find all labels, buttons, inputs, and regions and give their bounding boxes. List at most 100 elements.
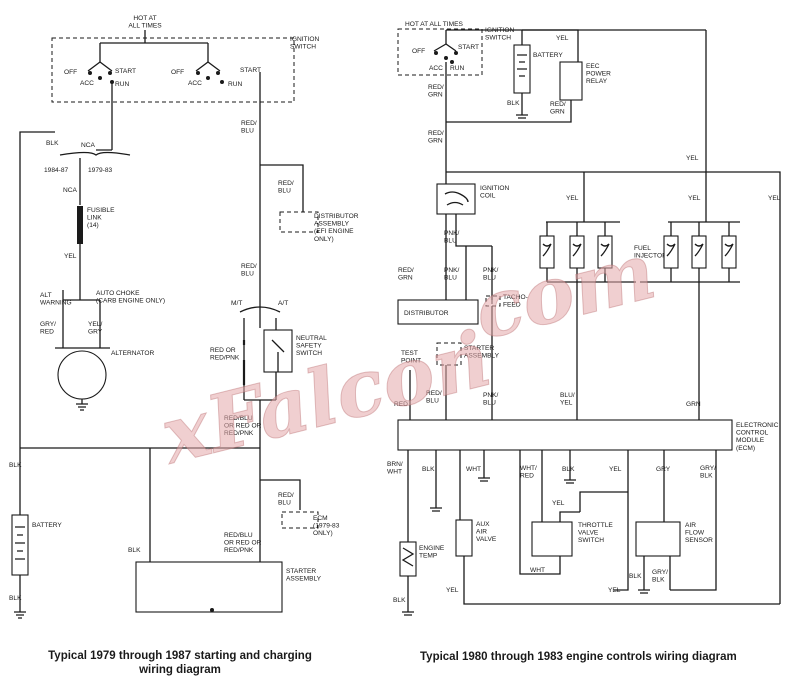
red-grn-label-1: RED/GRN	[428, 84, 444, 99]
blk-label-bottom: BLK	[9, 595, 22, 602]
acc-label-b: ACC	[188, 80, 202, 87]
at-label: A/T	[278, 300, 288, 307]
ecm-module	[397, 419, 733, 451]
gry-blk-label-top: GRY/BLK	[700, 465, 716, 480]
run-label-right: RUN	[450, 65, 465, 72]
yel-label-ecm: YEL	[609, 466, 622, 473]
blk-label-ecm-1: BLK	[422, 466, 435, 473]
ecm-left	[281, 511, 319, 529]
blk-label-starter: BLK	[128, 547, 141, 554]
blu-yel-label: BLU/YEL	[560, 392, 575, 407]
gry-blk-label-bottom: GRY/BLK	[652, 569, 668, 584]
yel-label-right-2: YEL	[768, 195, 781, 202]
distributor-assembly-left	[279, 211, 319, 233]
aux-air-valve	[455, 519, 473, 557]
red-grn-label-2: RED/GRN	[428, 130, 444, 145]
start-label-a: START	[115, 68, 136, 75]
yel-label-top: YEL	[556, 35, 569, 42]
distributor-label: DISTRIBUTOR	[404, 310, 449, 317]
ignition-coil	[436, 183, 476, 215]
acc-label-a: ACC	[80, 80, 94, 87]
gry-label: GRY	[656, 466, 671, 473]
start-label-b: START	[240, 67, 261, 74]
blk-label-afs: BLK	[629, 573, 642, 580]
yel-label-tvs: YEL	[552, 500, 565, 507]
mt-label: M/T	[231, 300, 242, 307]
throttle-valve-switch	[531, 521, 573, 557]
run-label-a: RUN	[115, 81, 130, 88]
tacho-feed-label: TACHO-FEED	[503, 294, 528, 309]
wht-label-1: WHT	[466, 466, 481, 473]
off-label-a: OFF	[64, 69, 77, 76]
engine-temp-sensor	[399, 541, 417, 577]
pnk-blu-label-2: PNK/BLU	[444, 267, 460, 282]
ignition-switch-contacts-a: OFF ACC START RUN	[64, 61, 136, 88]
starter-assembly-right	[436, 342, 462, 366]
left-caption: Typical 1979 through 1987 starting and c…	[48, 650, 312, 676]
nca-label-top: NCA	[81, 142, 96, 149]
pnk-blu-label-3: PNK/BLU	[483, 267, 499, 282]
red-blu-label-4: RED/BLU	[278, 492, 294, 507]
start-label-right: START	[458, 44, 479, 51]
fuel-injectors-left-bank	[539, 222, 636, 283]
yel-gry-label: YEL/GRY	[88, 321, 103, 336]
yel-label-inj-2: YEL	[688, 195, 701, 202]
wht-red-label: WHT/RED	[520, 465, 537, 480]
starter-assembly-left	[135, 561, 283, 613]
red-grn-label-relay: RED/GRN	[550, 101, 566, 116]
yel-label-right-1: YEL	[686, 155, 699, 162]
nca-label-bottom: NCA	[63, 187, 78, 194]
yel-label-aux: YEL	[446, 587, 459, 594]
blk-label-top: BLK	[46, 140, 59, 147]
grn-label: GRN	[686, 401, 701, 408]
red-blu-label-3: RED/BLU	[241, 263, 257, 278]
ignition-switch-contacts-b: OFF ACC START RUN	[171, 61, 261, 88]
battery-left	[11, 514, 29, 576]
off-label-b: OFF	[171, 69, 184, 76]
ignition-switch-box-right	[397, 28, 483, 76]
blk-label-right-batt: BLK	[507, 100, 520, 107]
blk-label-mid: BLK	[9, 462, 22, 469]
distributor-right	[397, 299, 479, 325]
battery-label-left: BATTERY	[32, 522, 62, 529]
off-label-right: OFF	[412, 48, 425, 55]
yel-label-inj-1: YEL	[566, 195, 579, 202]
right-caption: Typical 1980 through 1983 engine control…	[420, 651, 737, 663]
fuel-injectors-right-bank	[640, 222, 740, 283]
red-blu-label-1: RED/BLU	[241, 120, 257, 135]
pnk-blu-label-4: PNK/BLU	[483, 392, 499, 407]
red-label: RED	[394, 401, 408, 408]
year-1984-87-label: 1984-87	[44, 167, 69, 174]
yel-label: YEL	[64, 253, 77, 260]
acc-label-right: ACC	[429, 65, 443, 72]
ignition-switch-box	[51, 37, 295, 103]
brn-wht-label: BRN/WHT	[387, 461, 403, 476]
red-blu-label-2: RED/BLU	[278, 180, 294, 195]
wht-label-2: WHT	[530, 567, 545, 574]
alternator	[57, 350, 107, 400]
blk-label-ecm-2: BLK	[562, 466, 575, 473]
red-blu-label-right: RED/BLU	[426, 390, 442, 405]
gry-red-label: GRY/RED	[40, 321, 56, 336]
